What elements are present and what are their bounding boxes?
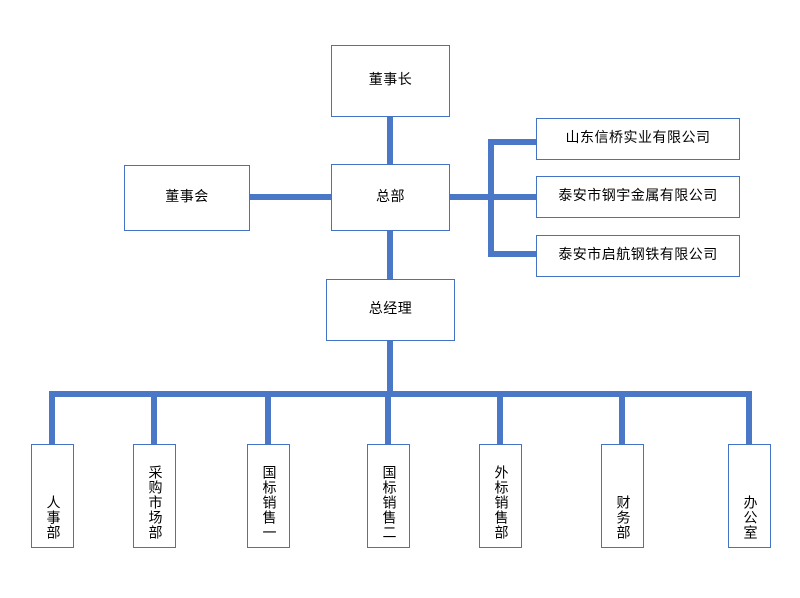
node-board-of-directors-label: 董事会 [165,189,209,206]
connector-department-drop-6 [619,391,625,444]
node-chairman[interactable]: 董事长 [331,45,450,117]
node-subsidiary-1-label: 山东信桥实业有限公司 [565,130,711,147]
connector-department-drop-7 [746,391,752,444]
connector-department-drop-1 [49,391,55,444]
node-subsidiary-3-label: 泰安市启航钢铁有限公司 [558,247,718,264]
connector-board-to-headquarters [250,194,331,200]
node-department-2-label: 采购市场部 [146,465,163,540]
node-headquarters[interactable]: 总部 [331,164,450,231]
connector-subsidiary-arm-3 [488,251,536,257]
connector-department-drop-3 [265,391,271,444]
node-chairman-label: 董事长 [368,72,413,89]
connector-chairman-to-headquarters [387,117,393,165]
node-department-3[interactable]: 国标销售一 [247,444,290,548]
node-board-of-directors[interactable]: 董事会 [124,165,250,231]
node-subsidiary-1[interactable]: 山东信桥实业有限公司 [536,118,740,160]
node-department-1-label: 人事部 [44,495,61,540]
node-department-5[interactable]: 外标销售部 [479,444,522,548]
connector-subsidiary-arm-2 [488,194,536,200]
node-department-7-label: 办公室 [741,495,758,540]
connector-department-drop-5 [497,391,503,444]
node-department-2[interactable]: 采购市场部 [133,444,176,548]
node-department-4[interactable]: 国标销售二 [367,444,410,548]
node-department-5-label: 外标销售部 [492,465,509,540]
connector-headquarters-to-general-manager [387,231,393,279]
node-general-manager-label: 总经理 [368,301,413,318]
node-department-4-label: 国标销售二 [380,465,397,540]
node-subsidiary-2[interactable]: 泰安市钢宇金属有限公司 [536,176,740,218]
node-department-1[interactable]: 人事部 [31,444,74,548]
connector-subsidiary-arm-1 [488,139,536,145]
node-department-7[interactable]: 办公室 [728,444,771,548]
connector-general-manager-to-department-bus [387,341,393,394]
connector-department-drop-2 [151,391,157,444]
node-headquarters-label: 总部 [376,188,405,205]
node-department-6-label: 财务部 [614,495,631,540]
connector-department-bus [49,391,752,397]
node-subsidiary-2-label: 泰安市钢宇金属有限公司 [558,188,718,205]
node-general-manager[interactable]: 总经理 [326,279,455,341]
connector-department-drop-4 [385,391,391,444]
node-department-3-label: 国标销售一 [260,465,277,540]
node-department-6[interactable]: 财务部 [601,444,644,548]
connector-headquarters-to-subsidiary-trunk [450,194,494,200]
node-subsidiary-3[interactable]: 泰安市启航钢铁有限公司 [536,235,740,277]
